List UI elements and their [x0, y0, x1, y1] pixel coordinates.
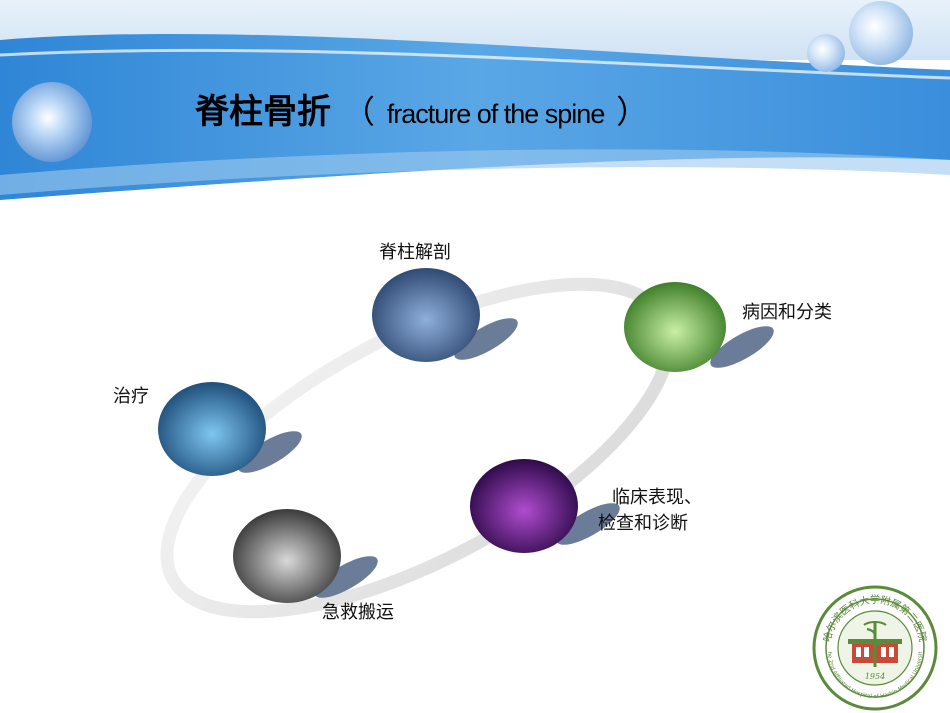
- node-sphere-etiology: [624, 282, 726, 372]
- node-shadow: [556, 503, 620, 545]
- node-label-anatomy: 脊柱解剖: [379, 242, 451, 263]
- title-close-paren: ）: [616, 93, 649, 131]
- bubble-decoration: [849, 1, 913, 65]
- node-label-etiology: 病因和分类: [742, 302, 832, 323]
- node-sphere-first-aid: [233, 509, 341, 603]
- hospital-seal-logo: 哈尔滨医科大学附属第二医院 The 2nd Affiliated Hospita…: [812, 585, 938, 711]
- node-label-treatment: 治疗: [113, 386, 149, 407]
- seal-year: 1954: [865, 672, 885, 681]
- bubble-decoration: [12, 82, 92, 162]
- node-sphere-diagnosis: [470, 459, 578, 553]
- node-shadow: [454, 318, 518, 360]
- title-chinese: 脊柱骨折: [195, 92, 331, 132]
- node-label-diagnosis: 临床表现、 检查和诊断: [598, 485, 702, 537]
- node-label-diagnosis-line2: 检查和诊断: [598, 513, 688, 534]
- bubble-decoration: [807, 34, 845, 72]
- node-shadow: [314, 556, 378, 598]
- node-sphere-anatomy: [372, 268, 480, 362]
- node-label-diagnosis-line1: 临床表现、: [612, 487, 702, 508]
- node-sphere-treatment: [158, 382, 266, 476]
- node-shadow: [710, 326, 774, 368]
- title-open-paren: （: [342, 93, 375, 131]
- node-shadow: [238, 431, 302, 473]
- header-banner: [0, 0, 950, 200]
- node-label-first-aid: 急救搬运: [322, 602, 394, 623]
- page-title: 脊柱骨折 （ fracture of the spine ）: [195, 84, 648, 133]
- caduceus-icon: [873, 621, 877, 667]
- title-english: fracture of the spine: [386, 99, 606, 129]
